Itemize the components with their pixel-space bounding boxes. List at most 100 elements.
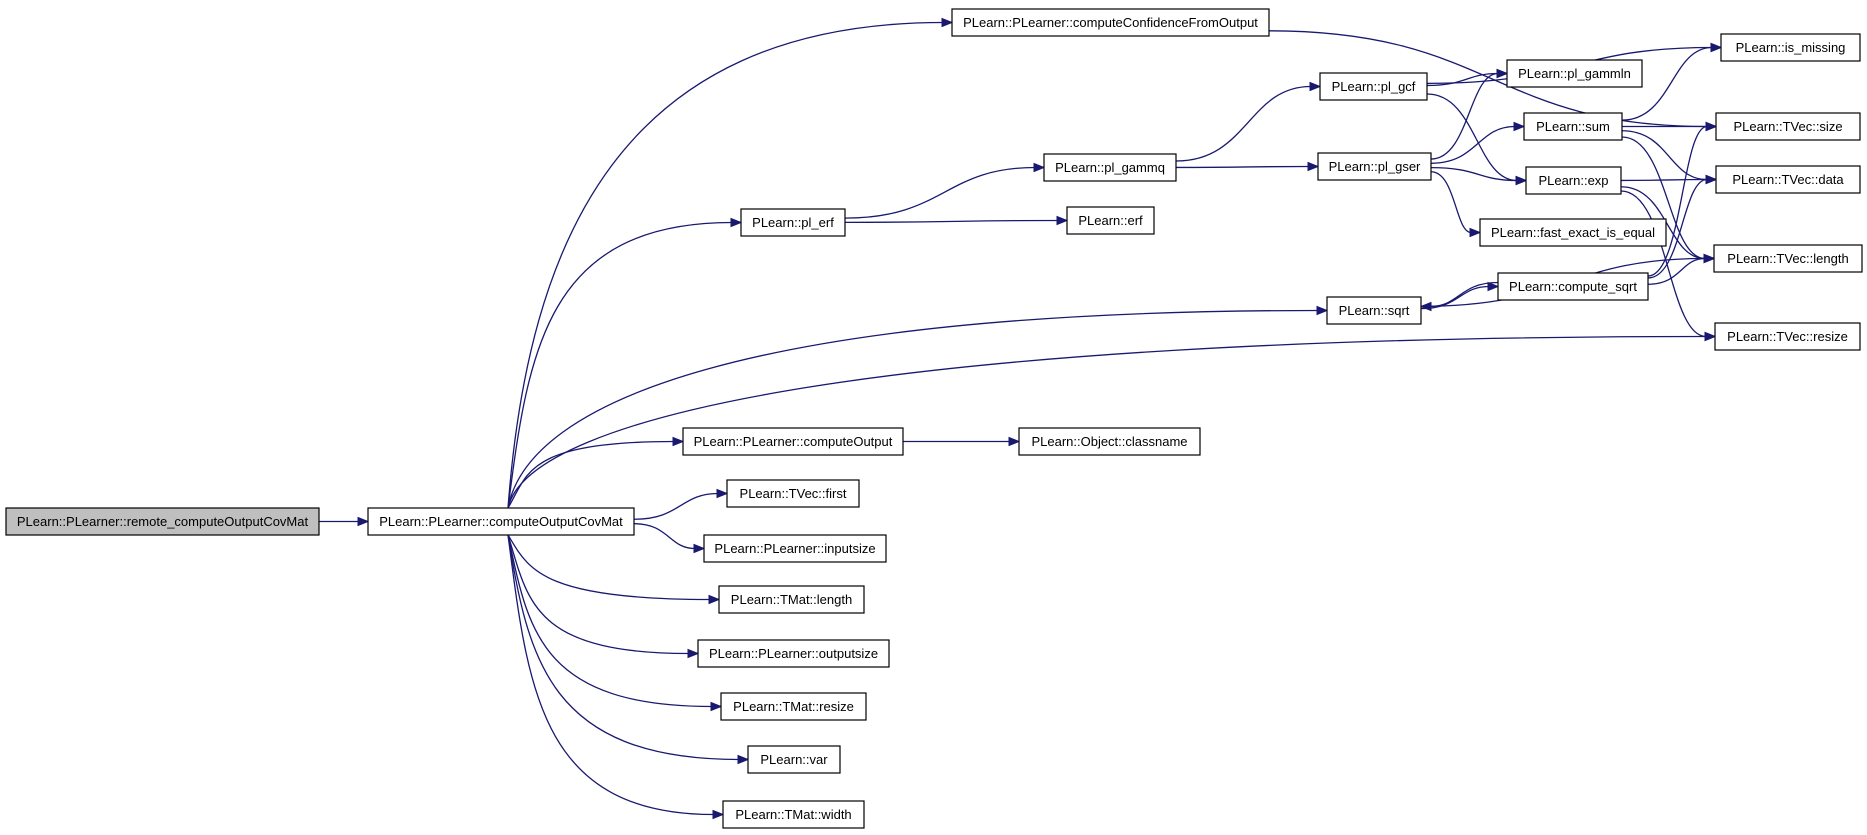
- node-box: [682, 427, 904, 456]
- edge-line: [1647, 178, 1708, 279]
- node-box: [951, 8, 1270, 37]
- edge-arrowhead: [687, 648, 700, 659]
- edge-arrowhead: [1515, 175, 1528, 186]
- node-plgser[interactable]: PLearn::pl_gser: [1317, 152, 1432, 181]
- node-box: [703, 534, 887, 563]
- edge-csqrt-sqrt: [1419, 281, 1499, 312]
- node-feie[interactable]: PLearn::fast_exact_is_equal: [1479, 218, 1667, 247]
- node-label: PLearn::sqrt: [1339, 303, 1410, 318]
- edge-line: [1647, 257, 1706, 285]
- node-classname[interactable]: PLearn::Object::classname: [1018, 427, 1201, 456]
- edge-cocm-sqrt: [507, 305, 1329, 509]
- node-inputsize[interactable]: PLearn::PLearner::inputsize: [703, 534, 887, 563]
- edge-line: [1620, 178, 1708, 182]
- edge-line: [507, 534, 711, 601]
- edge-line: [507, 534, 715, 816]
- edge-arrowhead: [1309, 81, 1322, 92]
- node-tvlength[interactable]: PLearn::TVec::length: [1713, 244, 1863, 273]
- node-label: PLearn::var: [760, 752, 828, 767]
- edge-arrowhead: [1033, 162, 1046, 173]
- edge-arrowhead: [1710, 42, 1723, 53]
- node-box: [1479, 218, 1667, 247]
- node-plerf[interactable]: PLearn::pl_erf: [740, 208, 846, 237]
- edge-csqrt-tvlength: [1647, 253, 1716, 285]
- node-label: PLearn::PLearner::computeOutput: [694, 434, 893, 449]
- edge-line: [1429, 281, 1499, 308]
- node-erf[interactable]: PLearn::erf: [1066, 206, 1155, 235]
- edge-line: [633, 492, 719, 520]
- node-box: [1317, 152, 1432, 181]
- node-label: PLearn::PLearner::remote_computeOutputCo…: [17, 514, 309, 529]
- node-co[interactable]: PLearn::PLearner::computeOutput: [682, 427, 904, 456]
- node-label: PLearn::PLearner::outputsize: [709, 646, 878, 661]
- edge-plgammq-plgser: [1175, 161, 1320, 172]
- node-tvdata[interactable]: PLearn::TVec::data: [1715, 165, 1861, 194]
- node-label: PLearn::TVec::size: [1733, 119, 1842, 134]
- node-box: [1066, 206, 1155, 235]
- edge-arrowhead: [708, 594, 721, 605]
- node-cocm[interactable]: PLearn::PLearner::computeOutputCovMat: [367, 507, 635, 536]
- node-box: [1018, 427, 1201, 456]
- edge-line: [1175, 165, 1310, 169]
- edge-cocm-tvfirst: [633, 488, 729, 520]
- edge-sum-tvdata: [1621, 130, 1718, 185]
- edge-arrowhead: [357, 516, 370, 527]
- node-outputsize[interactable]: PLearn::PLearner::outputsize: [697, 639, 890, 668]
- edge-arrowhead: [737, 754, 750, 765]
- node-label: PLearn::is_missing: [1736, 40, 1846, 55]
- edge-cocm-tmlength: [507, 534, 721, 605]
- edge-line: [1268, 30, 1708, 128]
- node-sqrt[interactable]: PLearn::sqrt: [1326, 296, 1422, 325]
- edge-csqrt-tvdata: [1647, 174, 1718, 279]
- nodes-layer: PLearn::PLearner::remote_computeOutputCo…: [5, 8, 1863, 829]
- node-var[interactable]: PLearn::var: [747, 745, 841, 774]
- node-tmwidth[interactable]: PLearn::TMat::width: [722, 800, 865, 829]
- node-remote[interactable]: PLearn::PLearner::remote_computeOutputCo…: [5, 507, 320, 536]
- node-exp[interactable]: PLearn::exp: [1525, 166, 1622, 195]
- edge-line: [507, 534, 713, 708]
- node-box: [1715, 165, 1861, 194]
- edge-cocm-tvresize: [507, 331, 1717, 509]
- node-box: [1043, 153, 1177, 182]
- node-ismissing[interactable]: PLearn::is_missing: [1720, 33, 1861, 62]
- edge-line: [1430, 125, 1516, 164]
- edge-cocm-co: [507, 436, 685, 509]
- node-box: [726, 479, 860, 508]
- node-tvsize[interactable]: PLearn::TVec::size: [1715, 112, 1861, 141]
- node-label: PLearn::TVec::resize: [1727, 329, 1848, 344]
- node-label: PLearn::Object::classname: [1031, 434, 1187, 449]
- edge-cocm-inputsize: [633, 523, 706, 554]
- edge-arrowhead: [1704, 331, 1717, 342]
- edge-line: [1621, 46, 1713, 121]
- node-ccfo[interactable]: PLearn::PLearner::computeConfidenceFromO…: [951, 8, 1270, 37]
- node-label: PLearn::pl_erf: [752, 215, 834, 230]
- edge-arrowhead: [1469, 227, 1482, 238]
- edge-line: [633, 523, 696, 550]
- edge-arrowhead: [1307, 161, 1320, 172]
- node-tmlength[interactable]: PLearn::TMat::length: [718, 585, 865, 614]
- node-label: PLearn::pl_gcf: [1332, 79, 1416, 94]
- edge-line: [1621, 130, 1708, 181]
- node-label: PLearn::fast_exact_is_equal: [1491, 225, 1655, 240]
- node-box: [1326, 296, 1422, 325]
- node-plgcf[interactable]: PLearn::pl_gcf: [1319, 72, 1428, 101]
- edges-layer: [319, 17, 1723, 820]
- edge-line: [1621, 136, 1706, 260]
- node-sum[interactable]: PLearn::sum: [1523, 112, 1623, 141]
- edge-exp-tvresize: [1620, 190, 1717, 342]
- node-box: [722, 800, 865, 829]
- node-label: PLearn::TVec::data: [1732, 172, 1844, 187]
- edge-plgser-gammln: [1430, 68, 1509, 160]
- node-tvresize[interactable]: PLearn::TVec::resize: [1714, 322, 1861, 351]
- node-box: [5, 507, 320, 536]
- edge-arrowhead: [716, 488, 729, 499]
- edge-line: [1430, 171, 1472, 234]
- node-gammln[interactable]: PLearn::pl_gammln: [1506, 59, 1643, 88]
- node-tvfirst[interactable]: PLearn::TVec::first: [726, 479, 860, 508]
- node-box: [1525, 166, 1622, 195]
- node-csqrt[interactable]: PLearn::compute_sqrt: [1497, 272, 1649, 301]
- node-tmresize[interactable]: PLearn::TMat::resize: [720, 692, 867, 721]
- edge-remote-cocm: [319, 516, 370, 527]
- node-plgammq[interactable]: PLearn::pl_gammq: [1043, 153, 1177, 182]
